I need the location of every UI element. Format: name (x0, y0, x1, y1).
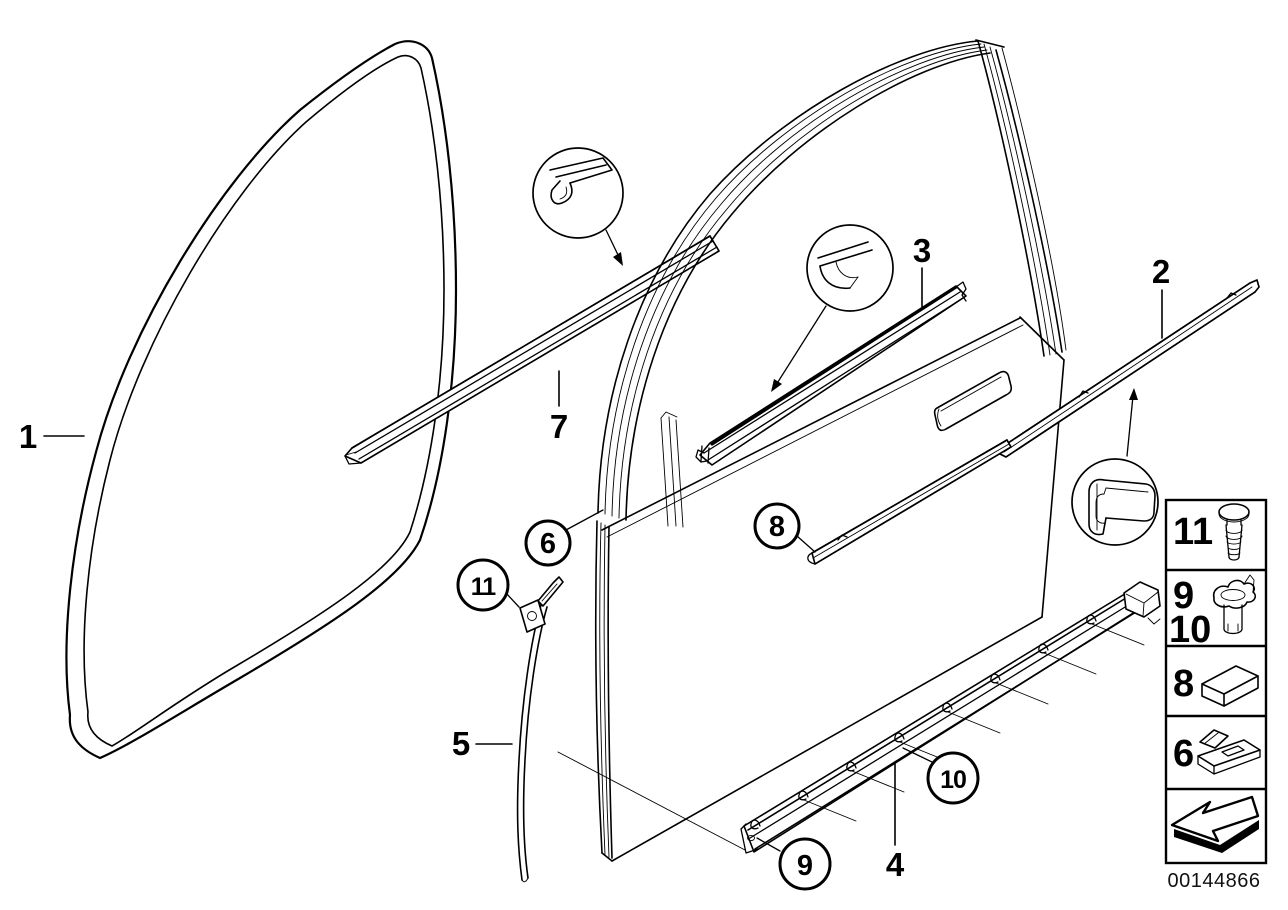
callout-number-10[interactable]: 10 (940, 766, 967, 794)
detail-arrowhead-7 (613, 252, 623, 266)
legend-number-10: 10 (1169, 609, 1211, 651)
belt-strip-part-2 (997, 279, 1260, 458)
callout-11[interactable]: 11 (456, 558, 520, 612)
legend-row-arrow[interactable] (1170, 795, 1260, 853)
legend-number-11: 11 (1173, 511, 1213, 553)
detail-circle-part-2 (1071, 388, 1159, 546)
part-label-2[interactable]: 2 (1152, 253, 1170, 339)
part-label-7[interactable]: 7 (550, 370, 568, 445)
gasket-pad-icon (1201, 665, 1259, 707)
part-number-7[interactable]: 7 (550, 408, 568, 445)
leader-line-8 (796, 535, 816, 553)
moulding-strip-part-8 (807, 439, 1012, 565)
part-number-2[interactable]: 2 (1152, 253, 1170, 290)
detail-arrowhead-3 (771, 379, 782, 392)
expanding-rivet-icon (1212, 574, 1256, 635)
part-label-5[interactable]: 5 (452, 725, 513, 762)
detail-circle-part-7 (532, 147, 624, 266)
leader-line-10 (902, 747, 935, 764)
legend-row-pad[interactable]: 8 (1173, 663, 1259, 707)
part-label-4[interactable]: 4 (886, 761, 905, 883)
part-label-3[interactable]: 3 (913, 232, 931, 309)
part-label-1[interactable]: 1 (19, 418, 85, 455)
detail-arrow-line-7 (605, 229, 620, 258)
door-seal-part-1 (65, 40, 458, 760)
part-number-5[interactable]: 5 (452, 725, 470, 762)
callout-number-6[interactable]: 6 (540, 528, 556, 560)
detail-arrow-line-3 (775, 305, 827, 386)
sill-strip-clips (750, 614, 1097, 830)
belt-strip-part-7 (344, 235, 720, 465)
screw-icon (1218, 503, 1250, 561)
legend-row-screw[interactable]: 11 (1173, 503, 1250, 561)
leader-line-6 (565, 509, 604, 531)
callout-number-8[interactable]: 8 (769, 511, 785, 543)
legend-number-8: 8 (1173, 663, 1194, 705)
clip-icon (1197, 729, 1261, 775)
leader-line-11 (505, 592, 520, 608)
legend-sidebar: 11 9 10 8 (1164, 498, 1268, 865)
callout-number-9[interactable]: 9 (797, 850, 813, 882)
detail-circle-part-3 (771, 224, 894, 392)
part-number-1[interactable]: 1 (19, 418, 37, 455)
callout-9[interactable]: 9 (756, 837, 832, 891)
callout-6[interactable]: 6 (524, 509, 604, 567)
legend-number-9: 9 (1173, 575, 1194, 617)
sill-strip-part-4 (557, 581, 1161, 854)
detail-arrowhead-2 (1129, 388, 1138, 400)
window-slot-strip-part-3 (695, 281, 967, 466)
door-outline (595, 39, 1067, 862)
detail-arrow-line-2 (1126, 395, 1134, 457)
guide-line (557, 751, 746, 851)
callout-8[interactable]: 8 (753, 502, 816, 553)
direction-arrow-icon (1170, 795, 1260, 853)
part-number-4[interactable]: 4 (886, 846, 905, 883)
diagram-id: 00144866 (1168, 870, 1261, 892)
legend-number-6: 6 (1173, 733, 1194, 775)
legend-row-clip[interactable]: 6 (1173, 729, 1261, 775)
door-handle-recess (933, 370, 1013, 432)
part-number-3[interactable]: 3 (913, 232, 931, 269)
channel-strip-part-5 (516, 576, 564, 883)
legend-row-rivet[interactable]: 9 10 (1169, 574, 1256, 651)
callout-10[interactable]: 10 (902, 747, 980, 805)
leader-line-9 (756, 837, 781, 852)
callout-number-11[interactable]: 11 (471, 573, 498, 601)
